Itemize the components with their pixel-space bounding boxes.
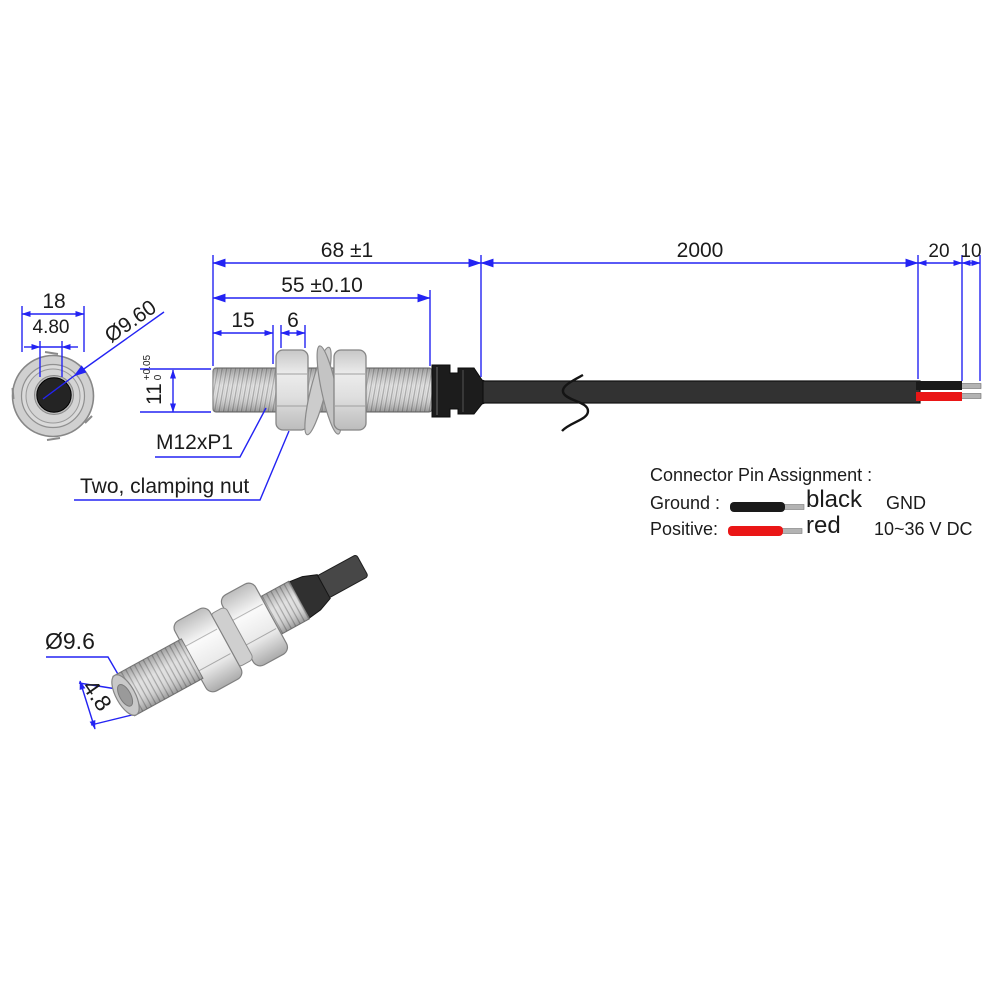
nut-notch — [84, 415, 93, 424]
dim-tip-to-nut: 15 — [231, 309, 255, 332]
legend-title: Connector Pin Assignment : — [650, 465, 873, 485]
nut-notch — [44, 351, 59, 355]
red-wire — [916, 392, 962, 401]
nut-notch — [11, 387, 15, 400]
iso-tip-core — [117, 683, 134, 707]
thread-spec-label: M12xP1 — [156, 431, 234, 454]
iso-view — [111, 555, 368, 717]
legend-black-name: black — [806, 486, 863, 513]
dimension-lines — [21, 255, 981, 730]
clamping-nut-label: Two, clamping nut — [80, 475, 250, 498]
legend-wires — [728, 502, 805, 536]
dim-strip-length: 10 — [960, 241, 982, 262]
red-wire-tip — [959, 393, 982, 399]
dim-nut-width: 18 — [42, 290, 66, 313]
sensor-lens — [36, 377, 72, 413]
dim-thread-length: 55 ±0.10 — [281, 274, 363, 297]
wire-ends — [916, 381, 982, 401]
tol-upper: +0.05 — [142, 354, 153, 381]
clamping-nut-2 — [333, 349, 367, 431]
dim-body-height-tolerance: +0.05 0 — [142, 354, 164, 381]
side-view — [212, 345, 982, 436]
legend-voltage-signal: 10~36 V DC — [874, 519, 973, 539]
dim-wire-length: 20 — [928, 241, 950, 262]
clamping-nut-1 — [275, 349, 309, 431]
legend-gnd-signal: GND — [886, 493, 926, 513]
dim-nut-thickness: 6 — [287, 309, 299, 332]
dim-core-diameter: 4.80 — [32, 317, 70, 338]
dim-body-height-value: 11 — [143, 383, 166, 405]
legend-positive-label: Positive: — [650, 519, 719, 539]
nut-notch — [46, 437, 61, 441]
legend-ground-label: Ground : — [650, 493, 721, 513]
ground-wire-swatch — [730, 502, 805, 512]
black-wire — [916, 381, 962, 390]
front-view — [11, 351, 95, 441]
dim-body-height: 11 +0.05 0 — [142, 345, 169, 405]
positive-wire-swatch — [728, 526, 803, 536]
cable-break-symbol — [561, 373, 590, 432]
iso-nut-1 — [173, 607, 243, 693]
cable — [482, 380, 921, 404]
dim-cable-length: 2000 — [676, 239, 724, 262]
black-wire-tip — [959, 383, 982, 389]
dim-overall-length: 68 ±1 — [320, 239, 374, 262]
tol-lower: 0 — [152, 374, 164, 381]
iso-diameter-label: Ø9.6 — [45, 628, 95, 654]
legend-red-name: red — [806, 512, 841, 539]
